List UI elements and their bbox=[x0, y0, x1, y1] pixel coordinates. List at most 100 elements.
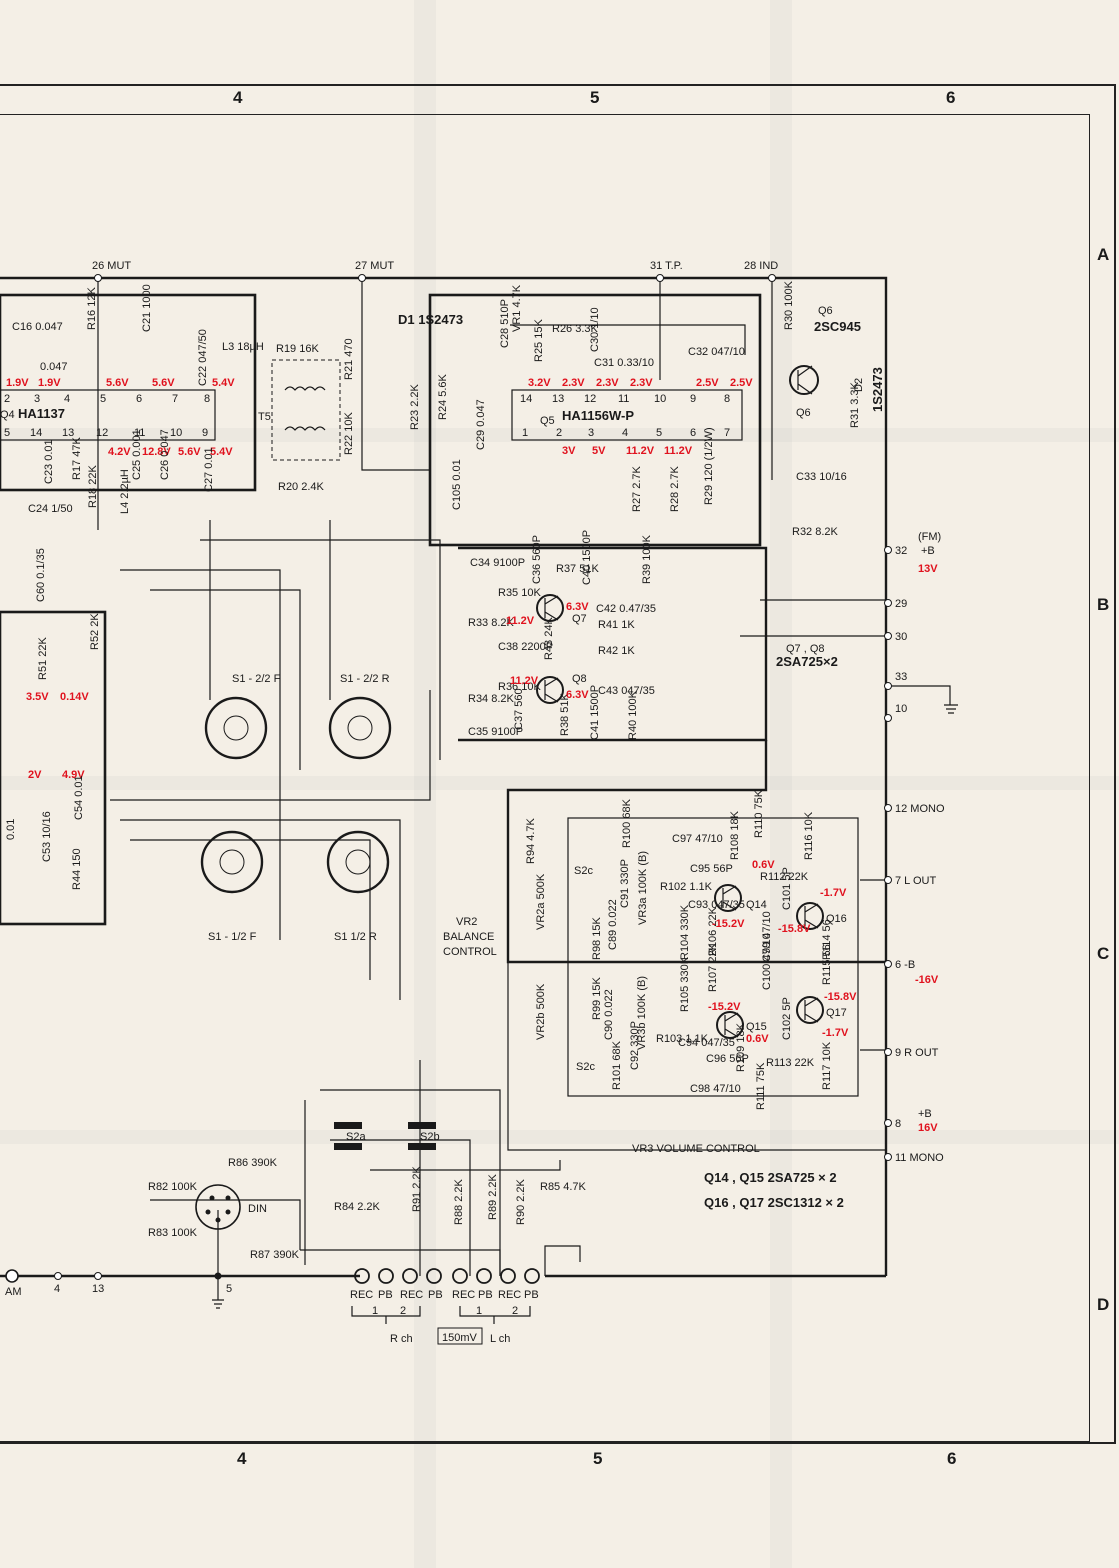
r90-label: R90 2.2K bbox=[515, 1178, 527, 1225]
q17-voltage: -1.7V bbox=[822, 1027, 849, 1039]
q5-block bbox=[428, 293, 762, 547]
q4-pin-top: 8 bbox=[204, 393, 210, 405]
left-voltage: 0.14V bbox=[60, 691, 89, 703]
c60-label: C60 0.1/35 bbox=[35, 548, 47, 602]
r114-label: R114 56 bbox=[821, 919, 833, 960]
c27-label: C27 0.01 bbox=[203, 447, 215, 492]
ic-q4: HA1137 Q4 2 3 4 5 6 7 8 5 14 13 12 11 10… bbox=[0, 377, 235, 458]
r17-label: R17 47K bbox=[71, 437, 83, 480]
jack-label: PB bbox=[428, 1289, 443, 1301]
label-9-r-out: 9 R OUT bbox=[895, 1047, 939, 1059]
r105-label: R105 330K bbox=[679, 956, 691, 1012]
r24-label: R24 5.6K bbox=[437, 373, 449, 420]
r19-label: R19 16K bbox=[276, 343, 319, 355]
c94-label: C94 047/35 bbox=[678, 1037, 735, 1049]
q5-pin-bottom: 3 bbox=[588, 427, 594, 439]
q15-voltage: 0.6V bbox=[746, 1033, 769, 1045]
terminal-13 bbox=[94, 1272, 102, 1280]
q16-voltage: -15.8V bbox=[778, 923, 811, 935]
c30-label: C30 1/10 bbox=[589, 307, 601, 352]
c96-label: C96 56P bbox=[706, 1053, 749, 1065]
jack-group: 1 bbox=[372, 1305, 378, 1317]
r29-label: R29 120 (1/2W) bbox=[703, 427, 715, 505]
q4-ref: Q4 bbox=[0, 409, 15, 421]
label-4: 4 bbox=[54, 1283, 60, 1295]
vr2a-label: VR2a 500K bbox=[535, 873, 547, 930]
label-7-l-out: 7 L OUT bbox=[895, 875, 936, 887]
q4-pin-bottom: 13 bbox=[62, 427, 74, 439]
r86-label: R86 390K bbox=[228, 1157, 278, 1169]
q4-pin-top: 6 bbox=[136, 393, 142, 405]
q1415-label: Q14 , Q15 2SA725 × 2 bbox=[704, 1170, 837, 1185]
r111-label: R111 75K bbox=[755, 1062, 767, 1110]
rch-label: R ch bbox=[390, 1333, 413, 1345]
terminal-7 bbox=[884, 876, 892, 884]
switch-s2a bbox=[334, 1122, 362, 1150]
grid-row-c: C bbox=[1097, 944, 1110, 963]
left-voltage: 3.5V bbox=[26, 691, 49, 703]
q4-pin-top: 3 bbox=[34, 393, 40, 405]
rca-jacks bbox=[354, 1268, 540, 1284]
q4-voltage: 12.8V bbox=[142, 446, 171, 458]
terminal-27 bbox=[358, 274, 366, 282]
terminal-26 bbox=[94, 274, 102, 282]
label-11-mono: 11 MONO bbox=[895, 1152, 944, 1164]
r113-label: R113 22K bbox=[766, 1057, 815, 1069]
label-31-tp: 31 T.P. bbox=[650, 260, 683, 272]
r39-label: R39 100K bbox=[641, 534, 653, 584]
label-26-mut: 26 MUT bbox=[92, 260, 131, 272]
switch-s1-12r bbox=[326, 830, 390, 894]
grid-col-4-bottom: 4 bbox=[237, 1449, 247, 1468]
q7-voltage: 11.2V bbox=[506, 615, 535, 627]
q15-ref: Q15 bbox=[746, 1021, 767, 1033]
q5-pin-bottom: 5 bbox=[656, 427, 662, 439]
c95-label: C95 56P bbox=[690, 863, 733, 875]
q4-pin-bottom: 9 bbox=[202, 427, 208, 439]
s2a-label: S2a bbox=[346, 1131, 366, 1143]
jack-label: REC bbox=[400, 1289, 423, 1301]
q78-part: 2SA725×2 bbox=[776, 654, 838, 669]
r37-label: R37 51K bbox=[556, 563, 599, 575]
c91-label: C91 330P bbox=[619, 859, 631, 908]
r102-label: R102 1.1K bbox=[660, 881, 713, 893]
transistor-q16 bbox=[796, 902, 824, 930]
c90-label: C90 0.022 bbox=[603, 989, 615, 1040]
r87-label: R87 390K bbox=[250, 1249, 300, 1261]
terminal-30 bbox=[884, 632, 892, 640]
r52-label: R52 2K bbox=[89, 613, 101, 650]
r99-label: R99 15K bbox=[591, 977, 603, 1020]
r21-label: R21 470 bbox=[343, 338, 355, 380]
q14-voltage: 0.6V bbox=[752, 859, 775, 871]
c29-label: C29 0.047 bbox=[475, 399, 487, 450]
t5-label: T5 bbox=[258, 411, 271, 423]
transformer-t5: T5 bbox=[258, 359, 341, 461]
q5-pin-top: 10 bbox=[654, 393, 666, 405]
label-28-ind: 28 IND bbox=[744, 260, 778, 272]
q4-pin-top: 7 bbox=[172, 393, 178, 405]
label-13: 13 bbox=[92, 1283, 104, 1295]
grid-col-6-bottom: 6 bbox=[947, 1449, 957, 1468]
q6-ref: Q6 bbox=[818, 305, 833, 317]
terminal-9 bbox=[884, 1048, 892, 1056]
c43-label: C43 047/35 bbox=[598, 685, 655, 697]
label-32-b: +B bbox=[921, 545, 935, 557]
q6-type: 2SC945 bbox=[814, 319, 861, 334]
switch-s2b bbox=[408, 1122, 436, 1150]
r30-label: R30 100K bbox=[783, 280, 795, 330]
q6-ref-2: Q6 bbox=[796, 407, 811, 419]
r32-label: R32 8.2K bbox=[792, 526, 839, 538]
q4-pin-top: 5 bbox=[100, 393, 106, 405]
r88-label: R88 2.2K bbox=[453, 1178, 465, 1225]
q14-voltage: -15.2V bbox=[712, 918, 745, 930]
c53-label: C53 10/16 bbox=[41, 811, 53, 862]
jack-label: REC bbox=[498, 1289, 521, 1301]
label-30: 30 bbox=[895, 631, 907, 643]
c54-label: C54 0.01 bbox=[73, 775, 85, 820]
vr2-ref: VR2 bbox=[456, 916, 477, 928]
s2c-top: S2c bbox=[574, 865, 593, 877]
grid-col-5-bottom: 5 bbox=[593, 1449, 603, 1468]
q14-ref: Q14 bbox=[746, 899, 767, 911]
terminal-10 bbox=[884, 714, 892, 722]
r112-label: R112 22K bbox=[760, 871, 809, 883]
q4-voltage: 5.6V bbox=[106, 377, 129, 389]
